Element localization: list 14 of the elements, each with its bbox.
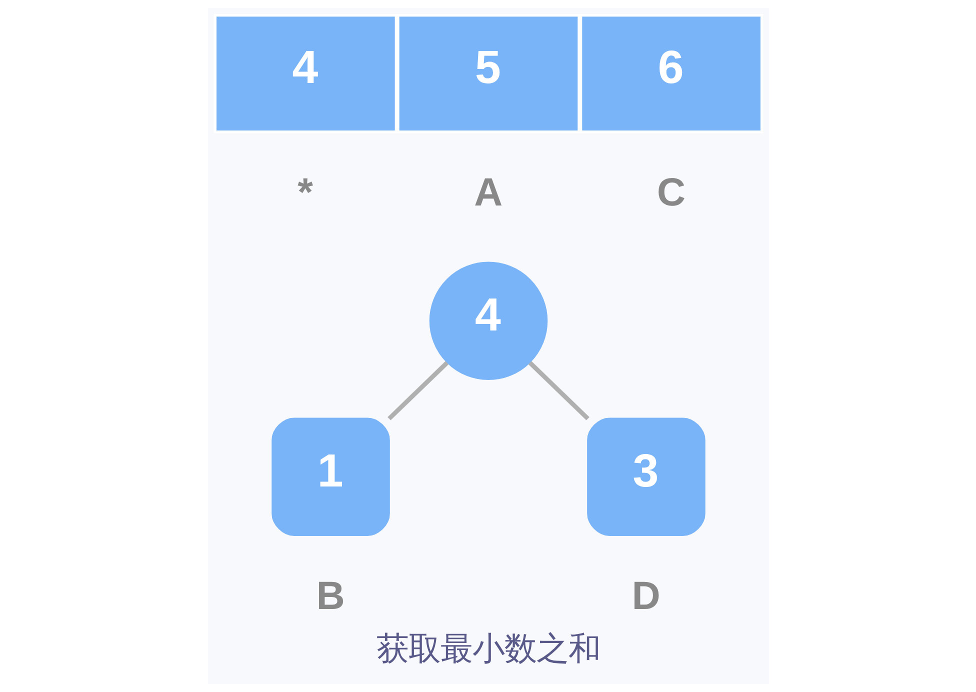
connector [528, 361, 589, 420]
node-label: C [656, 170, 685, 214]
node-box: 3 [586, 418, 705, 536]
node-box: 4 [213, 14, 398, 134]
node-label: D [631, 574, 660, 618]
node-circle: 4 [428, 262, 548, 380]
node-box: 5 [396, 14, 580, 134]
node-box: 1 [271, 418, 390, 536]
node-label: A [474, 170, 502, 214]
node-label: * [297, 170, 312, 214]
node-label: B [316, 574, 344, 618]
node-box: 6 [578, 14, 763, 134]
caption: 获取最小数之和 [376, 630, 600, 666]
connector [387, 361, 448, 420]
